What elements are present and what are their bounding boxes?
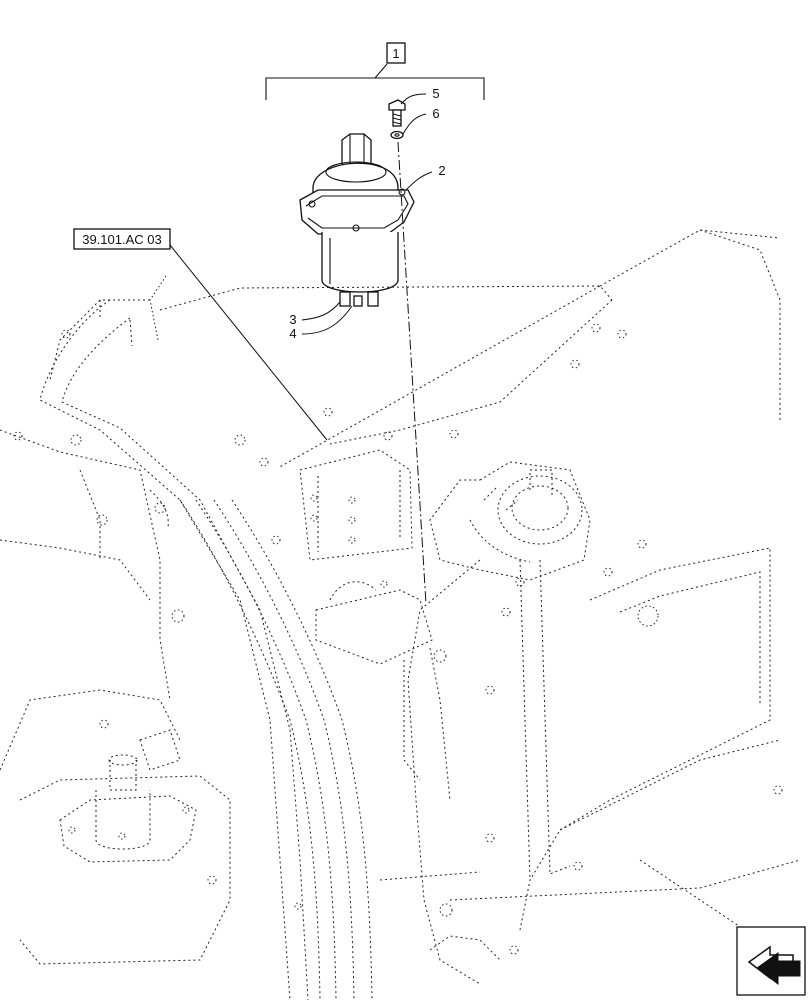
bolt-and-washer xyxy=(388,99,406,140)
part-callout-2: 2 xyxy=(438,163,445,178)
part-callout-4: 3 xyxy=(289,312,296,327)
solenoid-part xyxy=(299,133,415,307)
part-callout-5: 5 xyxy=(432,86,439,101)
assembly-callout-1: 1 xyxy=(392,46,399,61)
next-page-arrow-icon[interactable] xyxy=(736,926,806,996)
ghosted-bolt-holes xyxy=(13,323,783,955)
mounting-axis-line xyxy=(397,141,427,605)
part-callout-6: 6 xyxy=(432,106,439,121)
assembly-bracket: 1 xyxy=(265,42,485,100)
ghosted-frame xyxy=(0,229,801,1000)
part-leaders xyxy=(301,93,433,335)
reference-label-text: 39.101.AC 03 xyxy=(82,232,162,247)
reference-label: 39.101.AC 03 xyxy=(73,228,328,441)
part-callout-3: 4 xyxy=(289,326,296,341)
